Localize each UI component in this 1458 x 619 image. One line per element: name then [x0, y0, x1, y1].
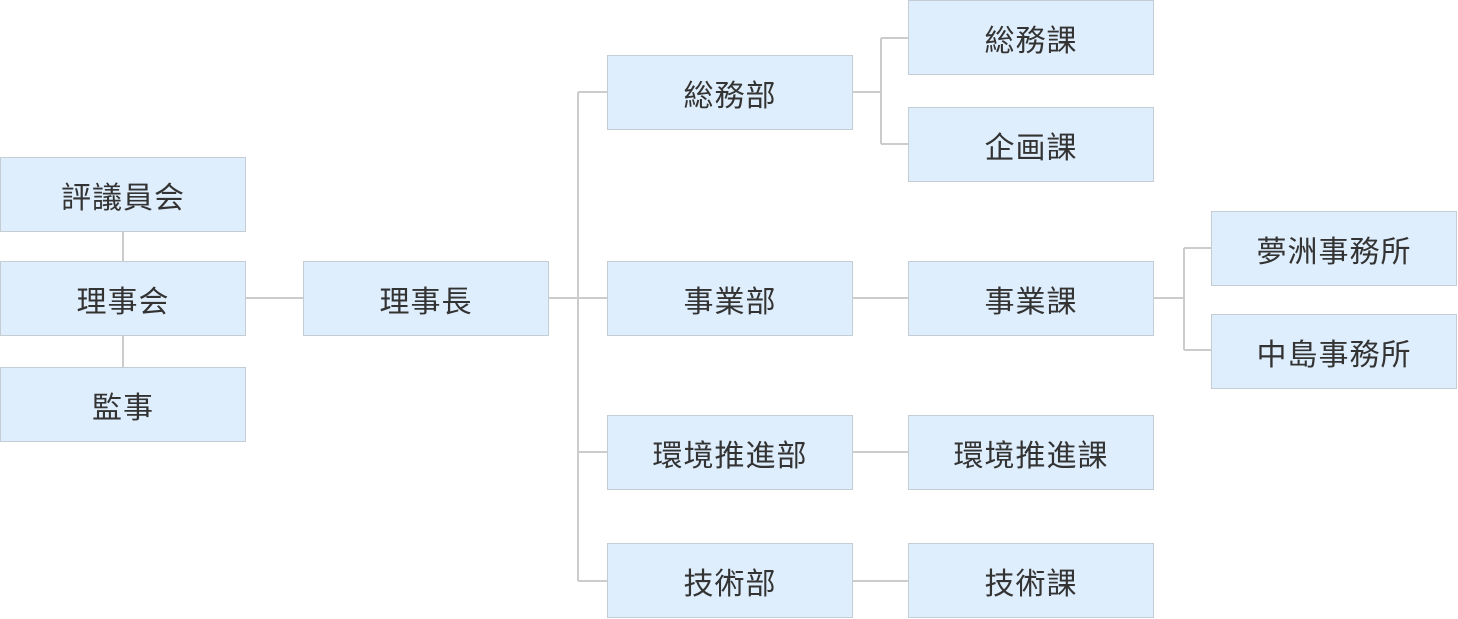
- business-section-box: 事業課: [908, 261, 1154, 336]
- nakajima-office-label: 中島事務所: [1256, 337, 1412, 373]
- business-dept-label: 事業部: [683, 284, 777, 320]
- chairman-box: 理事長: [303, 261, 549, 336]
- board-label: 理事会: [76, 284, 170, 320]
- general-affairs-dept-box: 総務部: [607, 55, 853, 130]
- environment-dept-box: 環境推進部: [607, 415, 853, 490]
- technical-dept-label: 技術部: [683, 566, 777, 602]
- planning-section-box: 企画課: [908, 107, 1154, 182]
- yumeshima-office-label: 夢洲事務所: [1256, 234, 1412, 270]
- board-box: 理事会: [0, 261, 246, 336]
- environment-section-label: 環境推進課: [953, 438, 1109, 474]
- business-dept-box: 事業部: [607, 261, 853, 336]
- planning-section-label: 企画課: [984, 130, 1078, 166]
- auditor-label: 監事: [92, 390, 154, 426]
- general-affairs-section-box: 総務課: [908, 0, 1154, 75]
- yumeshima-office-box: 夢洲事務所: [1211, 211, 1457, 286]
- general-affairs-dept-label: 総務部: [683, 78, 777, 114]
- environment-dept-label: 環境推進部: [652, 438, 808, 474]
- technical-section-box: 技術課: [908, 543, 1154, 618]
- business-section-label: 事業課: [984, 284, 1078, 320]
- technical-section-label: 技術課: [984, 566, 1078, 602]
- auditor-box: 監事: [0, 367, 246, 442]
- chairman-label: 理事長: [379, 284, 473, 320]
- council-label: 評議員会: [61, 180, 185, 216]
- environment-section-box: 環境推進課: [908, 415, 1154, 490]
- nakajima-office-box: 中島事務所: [1211, 314, 1457, 389]
- technical-dept-box: 技術部: [607, 543, 853, 618]
- council-box: 評議員会: [0, 157, 246, 232]
- general-affairs-section-label: 総務課: [984, 23, 1078, 59]
